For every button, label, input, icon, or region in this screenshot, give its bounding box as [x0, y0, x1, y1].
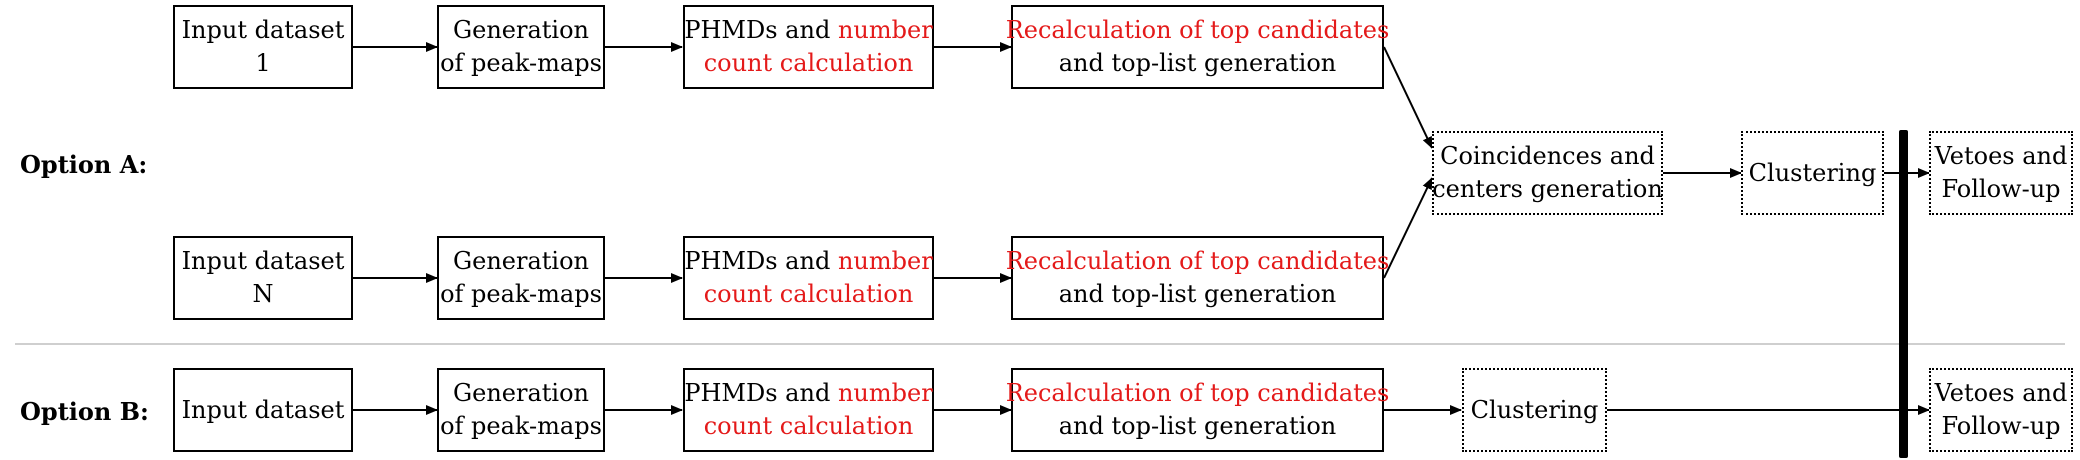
phmd-n-box: PHMDs and number count calculation: [683, 236, 934, 320]
box-line: N: [252, 280, 274, 308]
recalc-red-line: Recalculation of top candidates: [1005, 379, 1390, 407]
recalc-b-box: Recalculation of top candidates and top-…: [1006, 368, 1389, 452]
recalc-red-line: Recalculation of top candidates: [1005, 16, 1390, 44]
box-line: of peak-maps: [440, 412, 602, 440]
clustering-b-box: Clustering: [1462, 368, 1607, 452]
peakmaps-1-box: Generation of peak-maps: [437, 5, 605, 89]
phmd-red-line: count calculation: [703, 412, 914, 440]
phmd-text: PHMDs and: [684, 247, 838, 275]
box-line: Vetoes and: [1934, 142, 2068, 170]
phmd-red-text: number: [837, 379, 933, 407]
phmd-red-line: count calculation: [703, 49, 914, 77]
recalc-line: and top-list generation: [1058, 280, 1337, 308]
input-dataset-1-box: Input dataset 1: [173, 5, 353, 89]
box-line: Generation: [452, 379, 590, 407]
box-line: Input dataset: [181, 247, 345, 275]
box-line: Generation: [452, 247, 590, 275]
box-line: of peak-maps: [440, 49, 602, 77]
box-line: Coincidences and: [1440, 142, 1655, 170]
phmd-1-box: PHMDs and number count calculation: [683, 5, 934, 89]
box-line: Vetoes and: [1934, 379, 2068, 407]
peakmaps-n-box: Generation of peak-maps: [437, 236, 605, 320]
peakmaps-b-box: Generation of peak-maps: [437, 368, 605, 452]
option-a-label: Option A:: [20, 150, 148, 179]
vetoes-a-box: Vetoes and Follow-up: [1929, 131, 2073, 215]
recalc-n-box: Recalculation of top candidates and top-…: [1006, 236, 1389, 320]
box-line: of peak-maps: [440, 280, 602, 308]
recalc-line: and top-list generation: [1058, 412, 1337, 440]
phmd-red-text: number: [837, 247, 933, 275]
box-line: Follow-up: [1941, 412, 2061, 440]
input-dataset-b-box: Input dataset: [173, 368, 353, 452]
box-line: Input dataset: [181, 395, 345, 424]
recalc-red-line: Recalculation of top candidates: [1005, 247, 1390, 275]
box-line: PHMDs and number: [684, 14, 932, 47]
recalc-1-box: Recalculation of top candidates and top-…: [1006, 5, 1389, 89]
phmd-text: PHMDs and: [684, 379, 838, 407]
option-b-label: Option B:: [20, 397, 149, 426]
clustering-a-box: Clustering: [1741, 131, 1884, 215]
phmd-b-box: PHMDs and number count calculation: [683, 368, 934, 452]
box-line: PHMDs and number: [684, 377, 932, 410]
vetoes-b-box: Vetoes and Follow-up: [1929, 368, 2073, 452]
input-dataset-n-box: Input dataset N: [173, 236, 353, 320]
recalc-line: and top-list generation: [1058, 49, 1337, 77]
cutoff-bar: [1899, 130, 1908, 458]
box-line: Clustering: [1470, 395, 1599, 424]
box-line: centers generation: [1432, 175, 1663, 203]
options-separator: [15, 343, 2065, 345]
coincidences-box: Coincidences and centers generation: [1432, 131, 1663, 215]
box-line: 1: [255, 49, 271, 77]
phmd-red-line: count calculation: [703, 280, 914, 308]
box-line: Generation: [452, 16, 590, 44]
box-line: Input dataset: [181, 16, 345, 44]
phmd-red-text: number: [837, 16, 933, 44]
box-line: Clustering: [1748, 158, 1877, 187]
arrow-an-recalc-to-coinc: [1383, 177, 1433, 279]
arrow-a1-recalc-to-coinc: [1383, 46, 1433, 149]
box-line: PHMDs and number: [684, 245, 932, 278]
phmd-text: PHMDs and: [684, 16, 838, 44]
box-line: Follow-up: [1941, 175, 2061, 203]
